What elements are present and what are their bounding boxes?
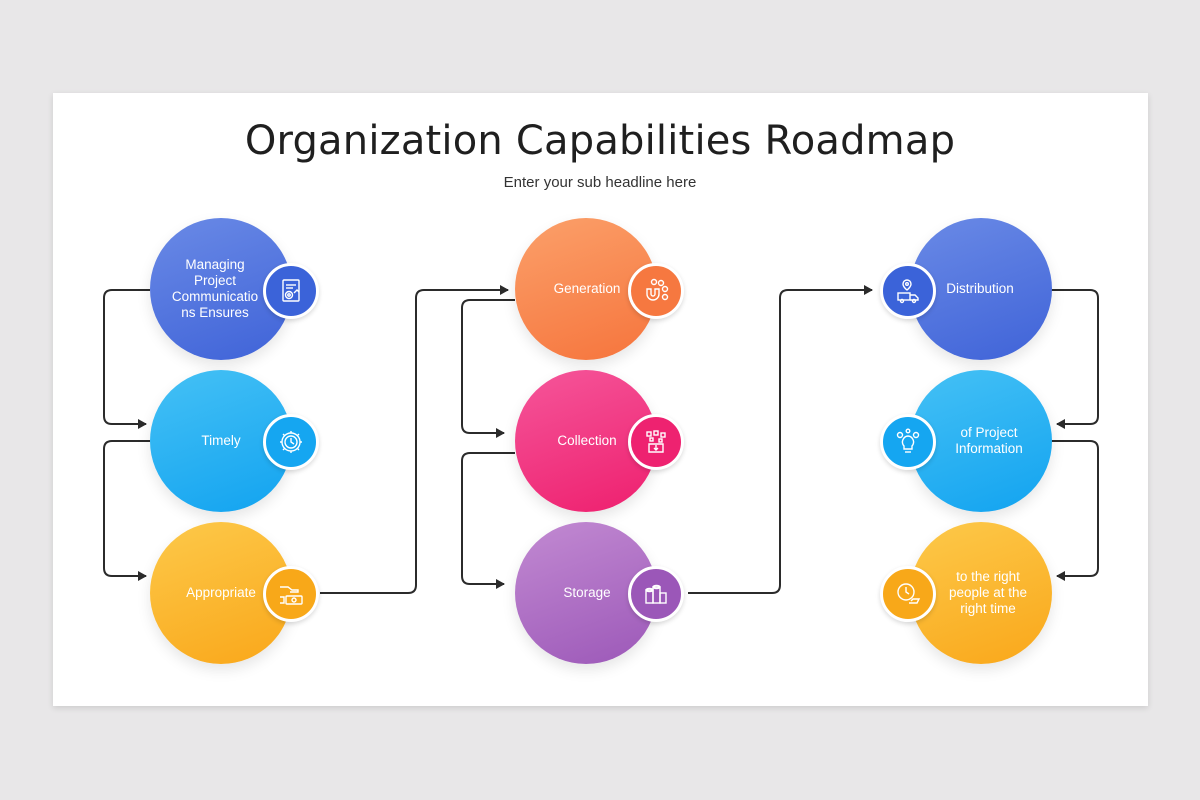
collect-box-icon [628,414,684,470]
page-title: Organization Capabilities Roadmap [244,118,956,164]
arrow-information-to-right-time [1051,440,1099,581]
delivery-map-icon [880,263,936,319]
document-settings-icon [263,263,319,319]
node-label: Collection [557,433,617,448]
node-label: Generation [553,281,621,296]
arrow-appropriate-to-generation [320,285,509,594]
magnet-people-icon [628,263,684,319]
arrow-timely-to-appropriate [103,440,150,581]
clock-hand-icon [880,566,936,622]
node-label: Appropriate [186,585,256,600]
arrow-generation-to-collection [461,299,515,438]
node-label: of Project Information [955,425,1023,456]
node-label: Timely [201,433,241,448]
arrow-managing-to-timely [103,289,150,429]
idea-bulb-icon [880,414,936,470]
storage-boxes-icon [628,566,684,622]
arrow-collection-to-storage [461,452,515,589]
node-label: Distribution [946,281,1014,296]
page-subtitle: Enter your sub headline here [503,174,697,191]
clock-gear-icon [263,414,319,470]
arrow-storage-to-distribution [688,285,873,594]
arrow-distribution-to-information [1051,289,1099,429]
node-label: Managing Project Communicatio ns Ensures [171,257,259,320]
node-label: Storage [563,585,611,600]
node-label: to the right people at the right time [948,569,1028,616]
hand-money-icon [263,566,319,622]
